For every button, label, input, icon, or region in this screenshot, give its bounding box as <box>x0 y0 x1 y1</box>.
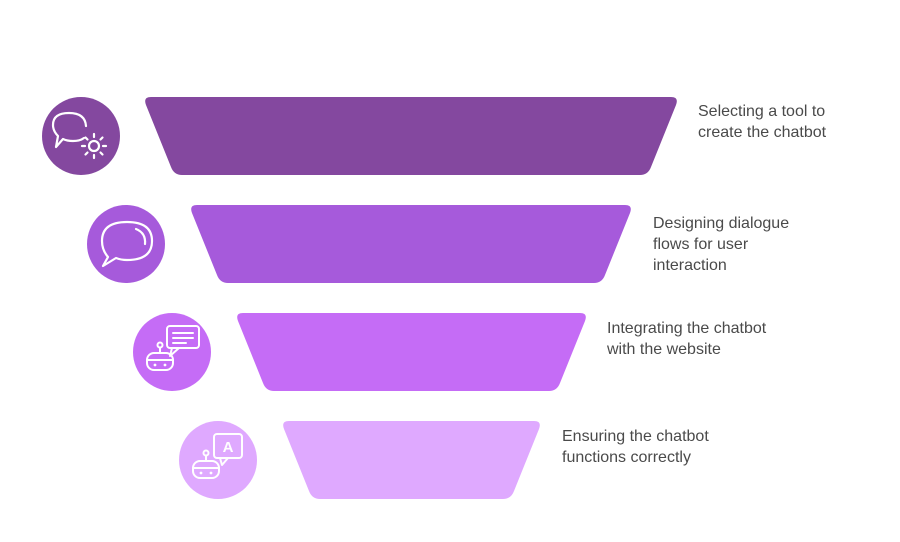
step-icon-circle-ensure-functions <box>179 421 257 499</box>
robot-chat-icon <box>146 325 200 371</box>
funnel-step-design-dialogue <box>87 205 631 283</box>
step-label-line: create the chatbot <box>698 124 827 141</box>
step-label-select-tool: Selecting a tool to create the chatbot <box>698 101 826 143</box>
step-label-line: Integrating the chatbot <box>607 320 767 337</box>
step-label-ensure-functions: Ensuring the chatbot functions correctly <box>562 426 709 468</box>
funnel-bar-design-dialogue <box>191 205 631 283</box>
funnel-step-ensure-functions: A <box>179 421 540 499</box>
step-label-line: Designing dialogue <box>653 215 790 232</box>
step-label-line: flows for user <box>653 236 749 253</box>
translate-glyph: A <box>223 439 234 456</box>
step-label-integrate-website: Integrating the chatbot with the website <box>607 318 766 360</box>
step-label-line: with the website <box>607 341 721 358</box>
step-label-line: interaction <box>653 257 727 274</box>
chat-gear-icon <box>51 111 108 160</box>
robot-translate-icon <box>192 433 243 479</box>
step-icon-circle-select-tool <box>42 97 120 175</box>
speech-bubble-icon <box>100 220 154 268</box>
funnel-bar-select-tool <box>145 97 677 175</box>
step-label-line: Ensuring the chatbot <box>562 428 709 445</box>
step-icon-circle-design-dialogue <box>87 205 165 283</box>
funnel-bar-ensure-functions <box>283 421 540 499</box>
step-label-line: Selecting a tool to <box>698 103 826 120</box>
funnel-bar-integrate-website <box>237 313 586 391</box>
funnel-step-select-tool <box>42 97 677 175</box>
step-label-line: functions correctly <box>562 449 691 466</box>
step-label-design-dialogue: Designing dialogue flows for user intera… <box>653 213 789 276</box>
funnel-step-integrate-website <box>133 313 586 391</box>
